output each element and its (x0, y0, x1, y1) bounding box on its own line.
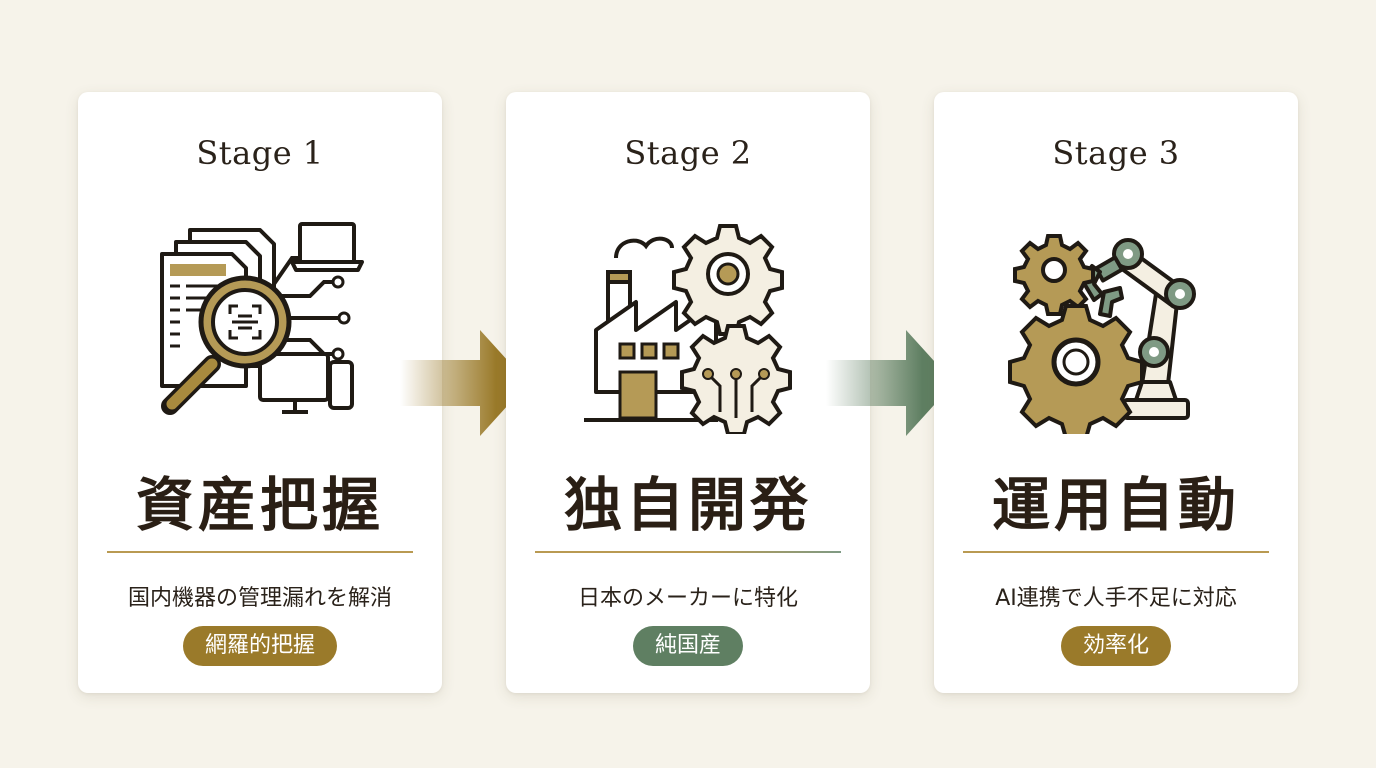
divider (535, 551, 841, 553)
factory-gears-icon (584, 224, 792, 434)
robot-arm-gears-icon (1008, 234, 1196, 434)
stage-card-2: Stage 2 (506, 92, 870, 693)
stage-heading: 資産把握 (135, 471, 384, 539)
stage-label: Stage 2 (624, 134, 752, 172)
stage-card-3: Stage 3 運用自動 (934, 92, 1298, 693)
stage-label: Stage 3 (1052, 134, 1180, 172)
stage-badge: 効率化 (1060, 626, 1172, 666)
stage-description: AI連携で人手不足に対応 (995, 586, 1237, 611)
stage-card-1: Stage 1 (78, 92, 442, 693)
stage-badge: 純国産 (632, 626, 744, 666)
stage-badge: 網羅的把握 (182, 626, 338, 666)
divider (963, 551, 1269, 553)
stage-description: 国内機器の管理漏れを解消 (127, 586, 392, 611)
stage-heading: 独自開発 (563, 471, 812, 539)
arrow-right-icon (400, 330, 528, 436)
stage-description: 日本のメーカーに特化 (577, 586, 798, 611)
asset-scan-magnifier-icon (160, 222, 364, 415)
stage-heading: 運用自動 (991, 471, 1240, 539)
divider (107, 551, 413, 553)
arrow-right-icon (826, 330, 954, 436)
stage-label: Stage 1 (196, 134, 324, 172)
